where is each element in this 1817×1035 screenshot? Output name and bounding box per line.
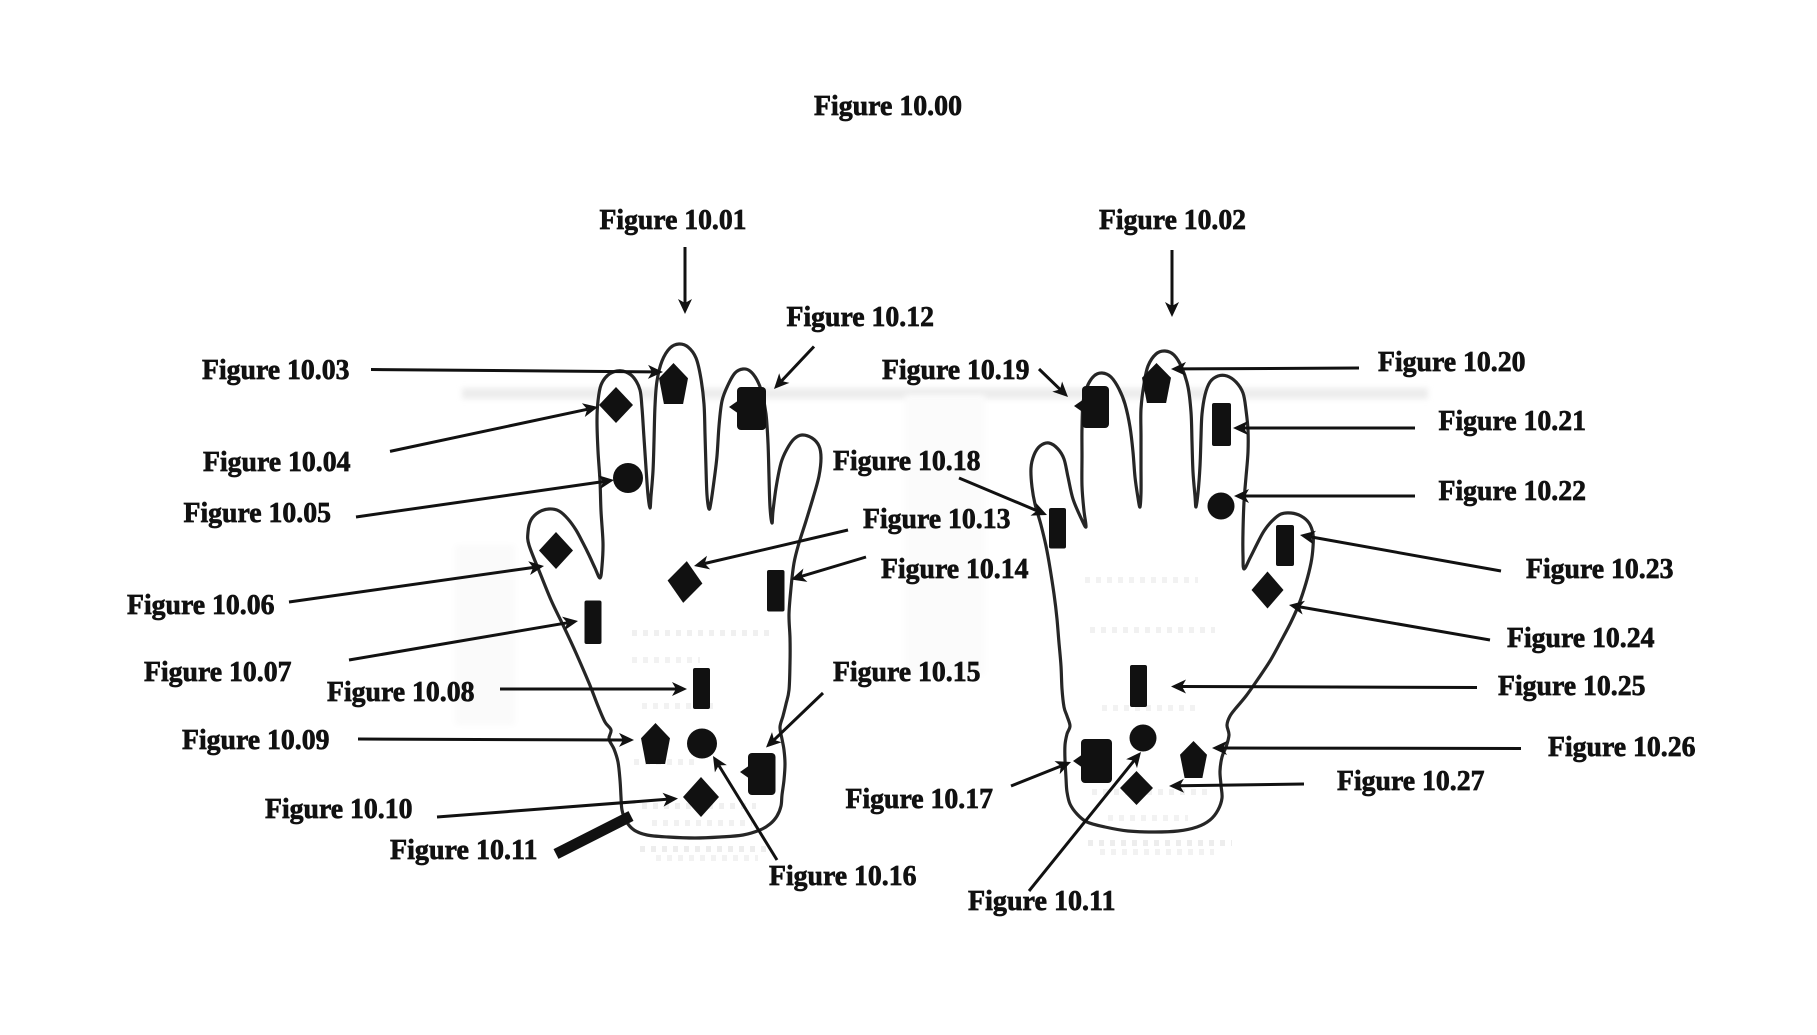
svg-text:Figure 10.04: Figure 10.04 xyxy=(203,447,351,478)
svg-text:Figure 10.09: Figure 10.09 xyxy=(182,725,330,756)
svg-text:Figure 10.26: Figure 10.26 xyxy=(1548,732,1696,763)
svg-text:Figure 10.03: Figure 10.03 xyxy=(202,355,350,386)
svg-text:Figure 10.25: Figure 10.25 xyxy=(1498,671,1646,702)
svg-text:Figure 10.20: Figure 10.20 xyxy=(1378,347,1526,378)
svg-text:Figure 10.24: Figure 10.24 xyxy=(1507,623,1655,654)
svg-text:Figure 10.27: Figure 10.27 xyxy=(1337,766,1485,797)
svg-text:Figure 10.11: Figure 10.11 xyxy=(390,835,538,866)
svg-text:Figure 10.06: Figure 10.06 xyxy=(127,590,275,621)
svg-text:Figure 10.07: Figure 10.07 xyxy=(144,657,292,688)
svg-text:Figure 10.15: Figure 10.15 xyxy=(833,657,981,688)
svg-text:Figure 10.16: Figure 10.16 xyxy=(769,861,917,892)
svg-text:Figure 10.14: Figure 10.14 xyxy=(881,554,1029,585)
svg-text:Figure 10.11: Figure 10.11 xyxy=(968,886,1116,917)
svg-text:Figure 10.00: Figure 10.00 xyxy=(814,91,962,122)
svg-text:Figure 10.18: Figure 10.18 xyxy=(833,446,981,477)
svg-text:Figure 10.02: Figure 10.02 xyxy=(1099,205,1246,236)
svg-text:Figure 10.01: Figure 10.01 xyxy=(600,205,747,236)
svg-text:Figure 10.21: Figure 10.21 xyxy=(1439,406,1587,437)
svg-text:Figure 10.12: Figure 10.12 xyxy=(787,302,935,333)
svg-text:Figure 10.10: Figure 10.10 xyxy=(265,794,413,825)
svg-text:Figure 10.22: Figure 10.22 xyxy=(1439,476,1587,507)
svg-text:Figure 10.19: Figure 10.19 xyxy=(882,355,1030,386)
svg-text:Figure 10.08: Figure 10.08 xyxy=(327,677,475,708)
svg-text:Figure 10.05: Figure 10.05 xyxy=(184,498,332,529)
svg-text:Figure 10.23: Figure 10.23 xyxy=(1526,554,1674,585)
svg-text:Figure 10.13: Figure 10.13 xyxy=(863,504,1011,535)
svg-text:Figure 10.17: Figure 10.17 xyxy=(846,784,994,815)
